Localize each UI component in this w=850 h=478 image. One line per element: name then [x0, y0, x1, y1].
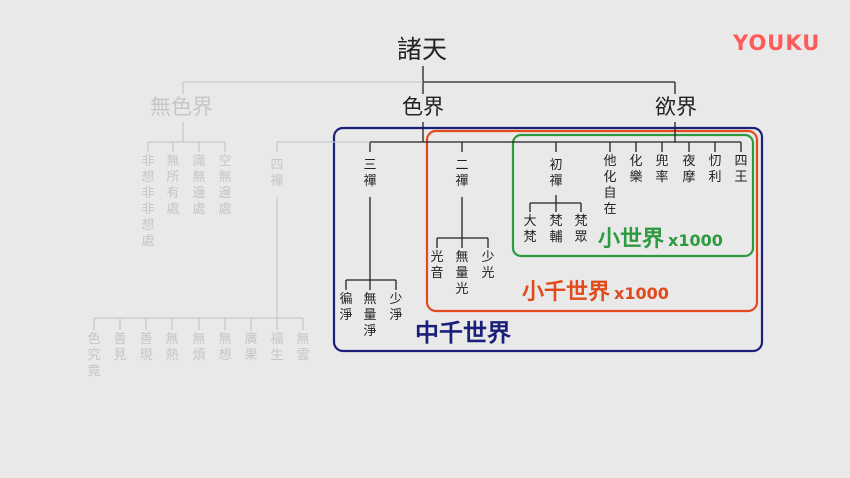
formless-heaven: 空無邊處	[218, 154, 232, 217]
root-branch	[422, 66, 676, 94]
small-thousand-box	[425, 129, 759, 313]
desire-heaven: 他化自在	[603, 154, 617, 217]
fourth-dhyana-heaven: 無煩	[192, 332, 206, 363]
desire-heaven: 兜率	[655, 154, 669, 185]
fourth-dhyana-heaven: 無雲	[296, 332, 310, 363]
first-dhyana-heaven: 梵輔	[549, 214, 563, 245]
fourth-dhyana-heaven: 無想	[218, 332, 232, 363]
formless-heaven: 無所有處	[166, 154, 180, 217]
fourth-dhyana-branch	[93, 141, 370, 330]
fourth-dhyana-heaven: 福生	[270, 332, 284, 363]
formless-subtree	[147, 122, 226, 152]
first-dhyana-heaven: 大梵	[523, 214, 537, 245]
fourth-dhyana-label: 四禪	[270, 158, 284, 189]
second-dhyana-heaven: 少光	[481, 250, 495, 281]
second-dhyana-label: 二禪	[455, 158, 469, 189]
desire-heaven: 夜摩	[682, 154, 696, 185]
second-dhyana-heaven: 無量光	[455, 250, 469, 297]
second-dhyana-heaven: 光音	[430, 250, 444, 281]
formless-heaven: 非想非非想處	[141, 154, 155, 249]
middle-thousand-label: 中千世界	[415, 319, 511, 347]
desire-heaven: 四王	[734, 154, 748, 185]
desire-subtree	[609, 122, 742, 152]
fourth-dhyana-heaven: 善見	[113, 332, 127, 363]
small-thousand-multiplier: x1000	[614, 284, 669, 303]
formless-heaven: 識無邊處	[192, 154, 206, 217]
small-world-title: 小世界	[598, 227, 665, 252]
third-dhyana-heaven: 無量淨	[363, 292, 377, 339]
small-thousand-title: 小千世界	[522, 280, 611, 305]
form-subtree	[345, 122, 610, 290]
desire-heaven: 化樂	[629, 154, 643, 185]
fourth-dhyana-heaven: 善現	[139, 332, 153, 363]
third-dhyana-heaven: 徧淨	[339, 292, 353, 323]
root-label: 諸天	[397, 35, 448, 64]
formless-branch-upper	[182, 81, 423, 94]
fourth-dhyana-heaven: 廣果	[244, 332, 258, 363]
desire-heaven: 忉利	[708, 154, 722, 185]
first-dhyana-heaven: 梵眾	[574, 214, 588, 245]
formless-realm-label: 無色界	[150, 95, 213, 119]
fourth-dhyana-heaven: 色究竟	[87, 332, 101, 379]
small-world-multiplier: x1000	[668, 231, 723, 250]
middle-thousand-box	[332, 126, 764, 353]
small-world-box	[511, 133, 755, 258]
form-realm-label: 色界	[402, 95, 444, 119]
youku-logo: YOUKU	[733, 31, 821, 55]
first-dhyana-label: 初禪	[549, 158, 563, 189]
third-dhyana-label: 三禪	[363, 158, 377, 189]
fourth-dhyana-heaven: 無熱	[165, 332, 179, 363]
desire-realm-label: 欲界	[655, 95, 697, 119]
third-dhyana-heaven: 少淨	[389, 292, 403, 323]
